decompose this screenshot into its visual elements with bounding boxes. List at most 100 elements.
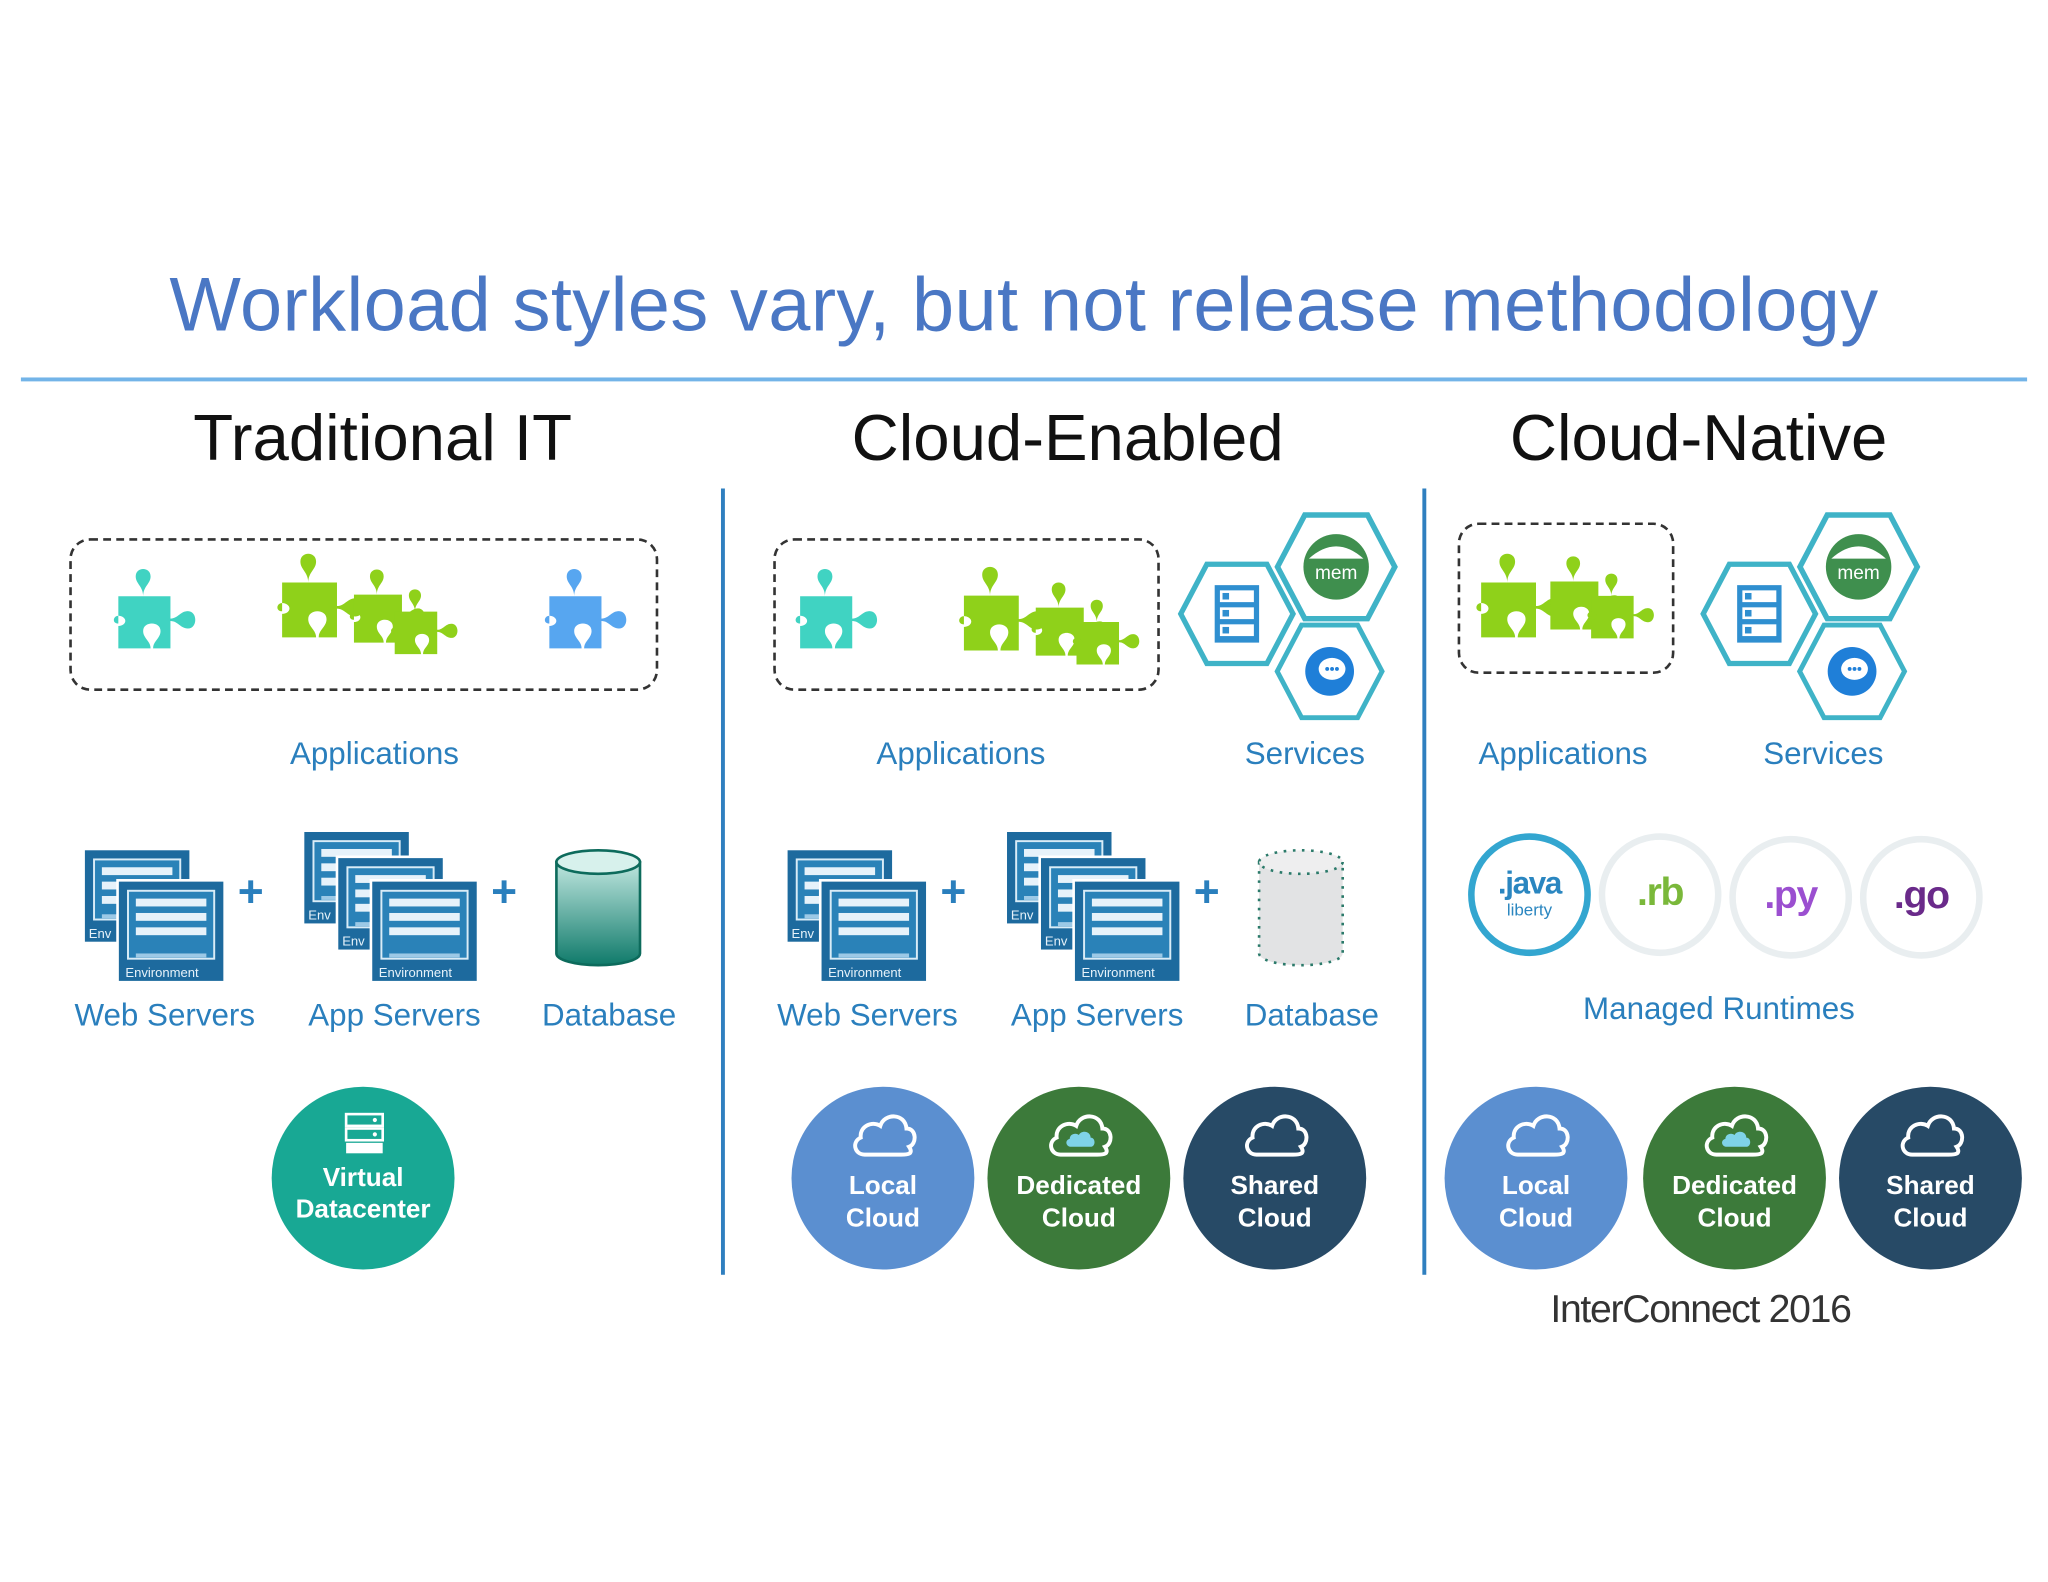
virtual-datacenter-badge: Virtual Datacenter — [271, 1086, 455, 1270]
svg-text:Env: Env — [1011, 908, 1034, 923]
badge-label-line1: Dedicated — [1672, 1171, 1797, 1201]
svg-text:Environment: Environment — [125, 965, 199, 980]
puzzle-piece-icon — [959, 566, 1045, 651]
badge-label-line2: Cloud — [1893, 1204, 1968, 1233]
footer-brand-logo: InterConnect 2016 — [1550, 1287, 1852, 1331]
svg-text:mem: mem — [1837, 563, 1879, 584]
svg-text:Env: Env — [308, 908, 331, 923]
database-placeholder-icon — [1257, 848, 1344, 967]
svg-text:Env: Env — [792, 926, 815, 941]
web-servers-icon: Env Environment — [784, 847, 929, 984]
badge-label-line1: Virtual — [322, 1163, 404, 1193]
puzzle-piece-icon — [1031, 582, 1107, 656]
svg-text:Environment: Environment — [1081, 965, 1155, 980]
data-service-icon — [1700, 561, 1819, 667]
puzzle-piece-icon — [1546, 556, 1622, 630]
svg-text:Env: Env — [1045, 934, 1068, 949]
puzzle-piece-icon — [1476, 553, 1563, 638]
cloud-icon — [1245, 1114, 1309, 1157]
plus-sign: + — [940, 867, 967, 917]
chat-service-icon — [1274, 622, 1385, 721]
memcache-service-icon: mem — [1796, 512, 1921, 622]
heading-cloud-native: Cloud-Native — [1509, 400, 1888, 475]
badge-label-line2: Cloud — [1041, 1204, 1116, 1233]
badge-label-line1: Local — [848, 1171, 918, 1201]
label-applications-traditional: Applications — [289, 736, 459, 772]
memcache-service-icon: mem — [1274, 512, 1398, 622]
web-servers-icon: Env Environment — [82, 847, 226, 984]
label-database-cloud-enabled: Database — [1244, 997, 1379, 1034]
plus-sign: + — [491, 867, 518, 917]
badge-label-line2: Cloud — [1697, 1204, 1772, 1233]
svg-text:mem: mem — [1315, 563, 1357, 584]
runtime-ruby-label: .rb — [1636, 871, 1684, 915]
puzzle-piece-icon — [1587, 573, 1654, 639]
title-underline — [20, 377, 2028, 382]
badge-label-line2: Cloud — [845, 1204, 920, 1233]
puzzle-piece-icon — [1072, 599, 1140, 665]
plus-sign: + — [1193, 867, 1220, 917]
label-services-cloud-enabled: Services — [1244, 736, 1365, 772]
label-web-servers-cloud-enabled: Web Servers — [777, 997, 958, 1034]
database-icon — [555, 848, 642, 967]
cloud-icon — [1506, 1114, 1570, 1157]
badge-label-line1: Shared — [1230, 1171, 1320, 1201]
column-divider-2 — [1422, 488, 1427, 1275]
svg-text:Env: Env — [342, 934, 365, 949]
data-service-icon — [1177, 561, 1297, 667]
puzzle-piece-icon — [391, 589, 458, 655]
cloud-icon — [1049, 1114, 1113, 1157]
column-divider-1 — [720, 488, 725, 1275]
svg-text:Environment: Environment — [379, 965, 453, 980]
runtime-python-label: .py — [1764, 873, 1818, 917]
badge-label-line2: Cloud — [1237, 1204, 1312, 1233]
label-services-cloud-native: Services — [1763, 736, 1884, 772]
label-applications-cloud-enabled: Applications — [876, 736, 1046, 772]
badge-label-line1: Shared — [1886, 1171, 1975, 1201]
puzzle-piece-icon — [113, 568, 196, 649]
applications-group-traditional — [69, 538, 659, 691]
runtime-python-badge: .py — [1729, 835, 1853, 959]
app-servers-icon: Env Env Environment — [1004, 829, 1183, 984]
puzzle-piece-icon — [277, 553, 364, 638]
puzzle-piece-icon — [349, 569, 425, 643]
plus-sign: + — [237, 867, 264, 917]
chat-service-icon — [1796, 622, 1908, 721]
applications-group-cloud-native — [1457, 522, 1675, 674]
svg-text:Env: Env — [89, 926, 112, 941]
runtime-go-label: .go — [1893, 873, 1950, 917]
label-database-traditional: Database — [542, 997, 677, 1034]
runtime-java-sub: liberty — [1506, 899, 1553, 920]
label-applications-cloud-native: Applications — [1478, 736, 1648, 772]
puzzle-piece-icon — [795, 568, 878, 649]
puzzle-piece-icon — [544, 568, 627, 649]
app-servers-icon: Env Env Environment — [301, 829, 480, 984]
cloud-icon — [1704, 1114, 1769, 1157]
badge-label-line2: Datacenter — [295, 1195, 431, 1224]
badge-label-line2: Cloud — [1498, 1204, 1573, 1233]
badge-label-line1: Local — [1501, 1171, 1571, 1201]
label-managed-runtimes: Managed Runtimes — [1583, 991, 1855, 1027]
heading-cloud-enabled: Cloud-Enabled — [851, 400, 1284, 475]
server-rack-icon — [344, 1112, 384, 1154]
runtime-go-badge: .go — [1859, 835, 1983, 959]
label-web-servers-traditional: Web Servers — [74, 997, 256, 1034]
cloud-icon — [853, 1114, 917, 1157]
label-app-servers-cloud-enabled: App Servers — [1010, 997, 1184, 1034]
runtime-java-label: .java — [1497, 865, 1563, 902]
cloud-icon — [1900, 1114, 1965, 1157]
svg-text:Environment: Environment — [828, 965, 902, 980]
applications-group-cloud-enabled — [773, 538, 1160, 691]
badge-label-line1: Dedicated — [1016, 1171, 1142, 1201]
runtime-java-badge: .java liberty — [1468, 833, 1591, 957]
heading-traditional-it: Traditional IT — [193, 400, 572, 475]
slide-title: Workload styles vary, but not release me… — [169, 262, 1879, 348]
label-app-servers-traditional: App Servers — [308, 997, 481, 1034]
